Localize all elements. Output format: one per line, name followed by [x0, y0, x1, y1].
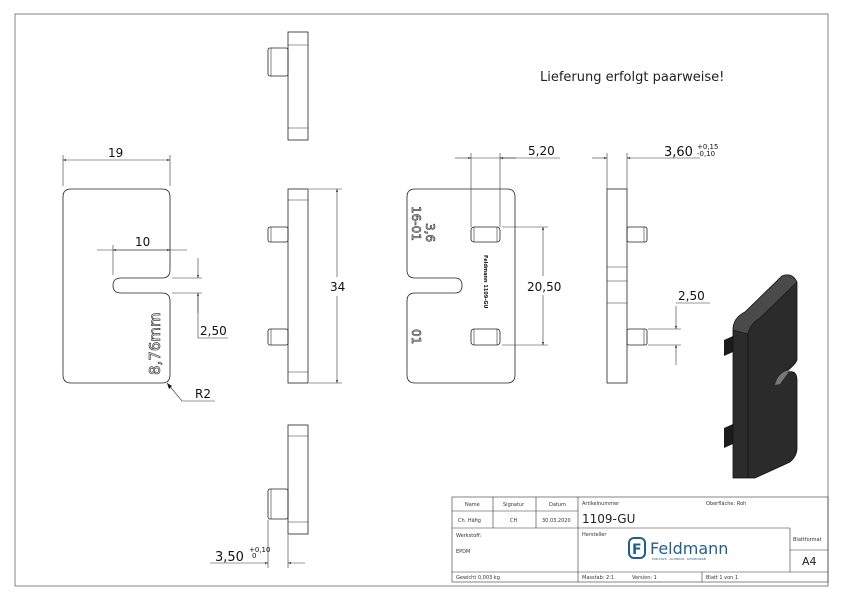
- tb-format: A4: [802, 555, 817, 568]
- dim-thickness-tol-lower: -0,10: [697, 150, 715, 158]
- tb-manufacturer-label: Hersteller: [582, 532, 607, 538]
- engraving-size-mark: 8,76mm: [146, 312, 164, 375]
- tb-signature-label: Signatur: [503, 502, 525, 508]
- engraving-mark-c: 01: [409, 329, 423, 344]
- tb-article-label: Artikelnummer: [582, 501, 620, 507]
- tb-date-label: Datum: [549, 502, 566, 508]
- dim-slot-width: 2,50: [200, 324, 227, 338]
- engraving-brand: Feldmann 1109-GU: [482, 255, 488, 309]
- face-view: 3,6 16-01 01 Feldmann 1109-GU 5,20 20,50: [406, 144, 561, 384]
- dim-pin-length: 3,50: [215, 550, 244, 565]
- dim-height: 34: [330, 280, 345, 294]
- dim-radius: R2: [195, 387, 211, 401]
- tb-article: 1109-GU: [582, 512, 635, 526]
- feldmann-logo: F Feldmann EDELSTAHL · ALUMINIUM · SCHWE…: [628, 537, 728, 561]
- dim-pin-length-tol-lower: 0: [252, 552, 256, 560]
- tb-material-label: Werkstoff:: [456, 533, 482, 539]
- tb-name: Ch. Häfig: [458, 518, 481, 524]
- tb-format-label: Blattformat: [793, 537, 822, 543]
- dim-pin-spacing: 20,50: [527, 280, 561, 294]
- front-side-view: 34: [267, 188, 345, 384]
- drawing-frame: [14, 13, 829, 587]
- tb-surface: Oberfläche: Roh: [706, 501, 746, 507]
- dim-thickness: 3,60: [664, 145, 693, 160]
- dim-width: 19: [108, 146, 123, 160]
- top-view: [267, 31, 309, 141]
- dim-thickness-tol-upper: +0,15: [697, 143, 718, 151]
- delivery-note: Lieferung erfolgt paarweise!: [540, 70, 724, 85]
- title-block: Name Signatur Datum Ch. Häfig CH 30.03.2…: [451, 496, 829, 583]
- isometric-view: [724, 274, 798, 479]
- tb-scale: Masstab: 2:1: [582, 575, 614, 581]
- logo-text: Feldmann: [650, 539, 728, 558]
- right-side-view: 3,60 +0,15 -0,10 2,50: [592, 143, 718, 384]
- tb-date: 30.03.2020: [542, 518, 571, 524]
- dim-pin-height: 2,50: [678, 289, 705, 303]
- tb-weight: Gewicht 0,003 kg: [456, 575, 500, 581]
- engraving-mark-a: 3,6: [423, 223, 437, 242]
- engraving-mark-b: 16-01: [409, 206, 423, 241]
- dim-slot-depth: 10: [135, 235, 150, 249]
- tb-version: Version: 1: [632, 575, 657, 581]
- dim-pin-length-tol-upper: +0,10: [249, 546, 270, 554]
- tb-signature: CH: [510, 518, 517, 524]
- logo-tagline: EDELSTAHL · ALUMINIUM · SCHWEISSEREI: [652, 557, 706, 561]
- tb-material: EPDM: [456, 549, 470, 555]
- tb-name-label: Name: [465, 502, 480, 508]
- bottom-view: 3,50 +0,10 0: [210, 424, 309, 568]
- left-view: 8,76mm 19 10 2,50 R2: [62, 146, 228, 402]
- dim-pin-width: 5,20: [528, 144, 555, 158]
- svg-text:F: F: [632, 542, 642, 558]
- tb-sheet: Blatt 1 von 1: [706, 575, 738, 581]
